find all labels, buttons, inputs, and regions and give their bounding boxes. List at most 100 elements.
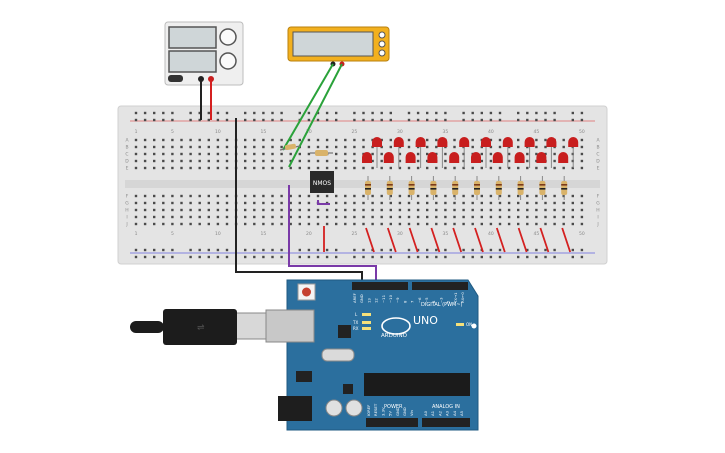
breadboard-hole[interactable] [289, 138, 292, 142]
breadboard-hole[interactable] [562, 208, 565, 212]
breadboard-hole[interactable] [325, 145, 329, 149]
breadboard-hole[interactable] [253, 208, 256, 212]
breadboard-hole[interactable] [371, 201, 374, 205]
rail-hole[interactable] [271, 248, 274, 252]
breadboard-hole[interactable] [462, 166, 465, 170]
breadboard-hole[interactable] [517, 166, 520, 170]
breadboard-hole[interactable] [289, 201, 292, 205]
rail-hole[interactable] [225, 255, 229, 259]
breadboard-hole[interactable] [517, 215, 520, 219]
led[interactable] [372, 137, 382, 168]
breadboard-hole[interactable] [453, 145, 456, 149]
rail-hole[interactable] [480, 118, 483, 122]
wires[interactable] [200, 63, 377, 286]
breadboard-hole[interactable] [407, 208, 411, 212]
breadboard-hole[interactable] [362, 145, 365, 149]
breadboard[interactable]: 1155101015152020252530303535404045455050… [117, 105, 608, 265]
rail-hole[interactable] [553, 255, 556, 259]
breadboard-hole[interactable] [480, 194, 483, 198]
rail-hole[interactable] [189, 111, 192, 115]
breadboard-hole[interactable] [407, 138, 411, 142]
breadboard-hole[interactable] [398, 194, 402, 198]
breadboard-hole[interactable] [180, 208, 183, 212]
breadboard-hole[interactable] [271, 138, 274, 142]
breadboard-hole[interactable] [143, 138, 147, 142]
rail-hole[interactable] [335, 255, 338, 259]
breadboard-hole[interactable] [225, 208, 229, 212]
breadboard-hole[interactable] [435, 166, 438, 170]
breadboard-hole[interactable] [371, 159, 374, 163]
rail-hole[interactable] [389, 118, 392, 122]
rail-hole[interactable] [535, 111, 538, 115]
rail-hole[interactable] [216, 118, 220, 122]
breadboard-hole[interactable] [171, 215, 174, 219]
rail-hole[interactable] [371, 118, 374, 122]
breadboard-hole[interactable] [535, 208, 538, 212]
breadboard-hole[interactable] [544, 138, 547, 142]
breadboard-hole[interactable] [398, 215, 402, 219]
breadboard-hole[interactable] [298, 166, 301, 170]
rail-hole[interactable] [380, 248, 383, 252]
breadboard-hole[interactable] [180, 222, 183, 226]
breadboard-hole[interactable] [498, 138, 502, 142]
breadboard-hole[interactable] [225, 201, 229, 205]
breadboard-hole[interactable] [207, 201, 210, 205]
led[interactable] [546, 137, 557, 168]
rail-hole[interactable] [435, 118, 438, 122]
breadboard-hole[interactable] [507, 222, 511, 226]
breadboard-hole[interactable] [171, 208, 174, 212]
led[interactable] [471, 152, 481, 163]
breadboard-hole[interactable] [471, 201, 474, 205]
rail-hole[interactable] [380, 118, 383, 122]
breadboard-hole[interactable] [253, 201, 256, 205]
rail-hole[interactable] [353, 111, 356, 115]
breadboard-hole[interactable] [535, 145, 538, 149]
reset-button-cap[interactable] [302, 287, 311, 297]
breadboard-hole[interactable] [253, 194, 256, 198]
breadboard-hole[interactable] [353, 138, 356, 142]
breadboard-hole[interactable] [316, 138, 320, 142]
breadboard-hole[interactable] [325, 138, 329, 142]
breadboard-hole[interactable] [453, 194, 456, 198]
breadboard-hole[interactable] [216, 194, 220, 198]
breadboard-hole[interactable] [225, 138, 229, 142]
breadboard-hole[interactable] [143, 208, 147, 212]
breadboard-hole[interactable] [262, 194, 265, 198]
rail-hole[interactable] [517, 248, 520, 252]
rail-hole[interactable] [571, 118, 574, 122]
breadboard-hole[interactable] [216, 138, 220, 142]
rail-hole[interactable] [153, 111, 156, 115]
breadboard-hole[interactable] [526, 159, 529, 163]
breadboard-hole[interactable] [571, 201, 574, 205]
breadboard-hole[interactable] [207, 215, 210, 219]
breadboard-hole[interactable] [535, 215, 538, 219]
breadboard-hole[interactable] [280, 208, 283, 212]
breadboard-hole[interactable] [553, 194, 556, 198]
led-array[interactable] [323, 137, 579, 253]
rail-hole[interactable] [134, 255, 138, 259]
rail-hole[interactable] [362, 255, 365, 259]
breadboard-hole[interactable] [362, 194, 365, 198]
rail-hole[interactable] [444, 111, 447, 115]
breadboard-hole[interactable] [171, 145, 174, 149]
breadboard-hole[interactable] [389, 194, 392, 198]
rail-hole[interactable] [307, 111, 311, 115]
rail-hole[interactable] [489, 255, 493, 259]
breadboard-hole[interactable] [262, 145, 265, 149]
rail-hole[interactable] [371, 111, 374, 115]
breadboard-hole[interactable] [344, 201, 347, 205]
mode-button-a[interactable] [378, 31, 386, 39]
rail-hole[interactable] [325, 118, 329, 122]
breadboard-hole[interactable] [489, 215, 493, 219]
breadboard-hole[interactable] [189, 222, 192, 226]
rail-hole[interactable] [544, 255, 547, 259]
rail-hole[interactable] [444, 118, 447, 122]
breadboard-hole[interactable] [471, 145, 474, 149]
breadboard-hole[interactable] [244, 159, 247, 163]
rail-hole[interactable] [225, 111, 229, 115]
breadboard-hole[interactable] [280, 152, 283, 156]
breadboard-hole[interactable] [580, 145, 584, 149]
rail-hole[interactable] [535, 248, 538, 252]
breadboard-hole[interactable] [535, 166, 538, 170]
wire-red-led[interactable] [474, 227, 484, 253]
